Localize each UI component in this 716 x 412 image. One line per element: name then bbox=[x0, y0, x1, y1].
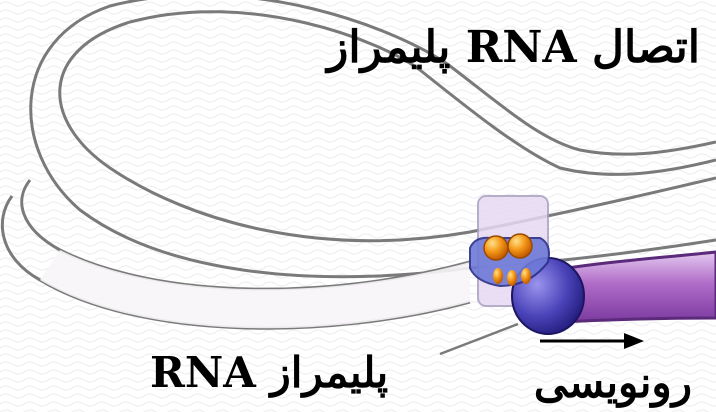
factor-blob bbox=[521, 268, 531, 284]
title-label: اتصال RNA پلیمراز bbox=[327, 26, 700, 70]
factor-blob bbox=[484, 236, 508, 260]
factor-blob bbox=[493, 268, 503, 284]
polymerase-label: RNA پلیمراز bbox=[150, 352, 388, 394]
factor-blob bbox=[508, 234, 532, 258]
factor-blob bbox=[507, 270, 517, 286]
transcription-label: رونویسی bbox=[534, 362, 692, 404]
